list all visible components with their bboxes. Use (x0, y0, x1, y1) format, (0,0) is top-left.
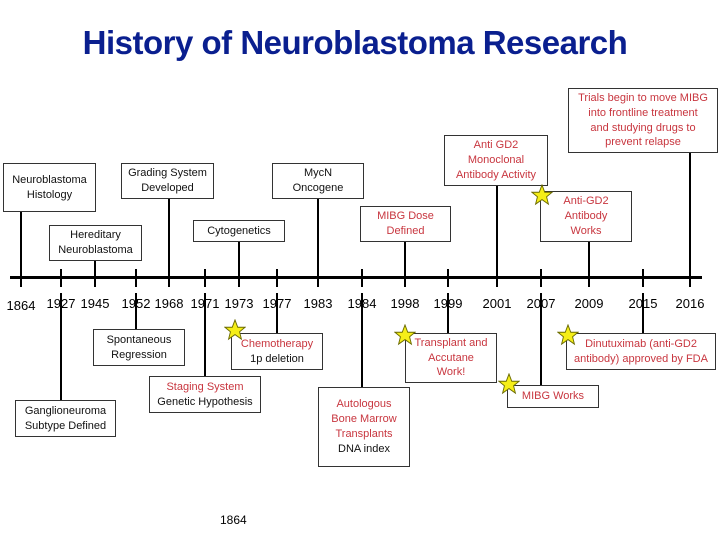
event-connector (238, 242, 240, 277)
event-box-2007: MIBG Works (507, 385, 599, 408)
axis-tick (317, 269, 319, 287)
event-connector (404, 242, 406, 277)
axis-tick (404, 269, 406, 287)
event-connector (204, 293, 206, 376)
star-icon (556, 323, 580, 346)
event-connector (540, 293, 542, 385)
year-label: 1983 (303, 296, 333, 311)
year-label: 1945 (80, 296, 110, 311)
year-label: 1968 (154, 296, 184, 311)
axis-tick (496, 269, 498, 287)
event-connector (361, 293, 363, 387)
star-icon (530, 183, 554, 206)
year-label: 1973 (224, 296, 254, 311)
star-icon (497, 372, 521, 395)
axis-tick (588, 269, 590, 287)
star-icon (223, 318, 247, 341)
star-icon (393, 323, 417, 346)
year-label: 1998 (390, 296, 420, 311)
year-label: 1864 (6, 298, 36, 313)
event-box-1973: Cytogenetics (193, 220, 285, 242)
year-label: 2001 (482, 296, 512, 311)
event-connector (447, 293, 449, 333)
event-connector (642, 293, 644, 333)
event-connector (276, 293, 278, 333)
axis-tick (204, 269, 206, 287)
event-connector (60, 293, 62, 400)
axis-tick (20, 269, 22, 287)
axis-tick (238, 269, 240, 287)
timeline-axis (10, 276, 702, 279)
axis-tick (361, 269, 363, 287)
event-connector (588, 242, 590, 277)
event-connector (20, 212, 22, 277)
axis-tick (276, 269, 278, 287)
axis-tick (94, 269, 96, 287)
event-connector (317, 199, 319, 277)
axis-tick (540, 269, 542, 287)
axis-tick (60, 269, 62, 287)
page-title: History of Neuroblastoma Research (82, 24, 628, 61)
event-connector (689, 153, 691, 277)
event-connector (94, 261, 96, 277)
axis-tick (447, 269, 449, 287)
axis-tick (689, 269, 691, 287)
axis-tick (135, 269, 137, 287)
year-label: 2009 (574, 296, 604, 311)
axis-tick (168, 269, 170, 287)
event-connector (135, 293, 137, 329)
axis-tick (642, 269, 644, 287)
footer-note: 1864 (220, 513, 247, 527)
event-connector (496, 186, 498, 277)
year-label: 2016 (675, 296, 705, 311)
event-connector (168, 199, 170, 277)
